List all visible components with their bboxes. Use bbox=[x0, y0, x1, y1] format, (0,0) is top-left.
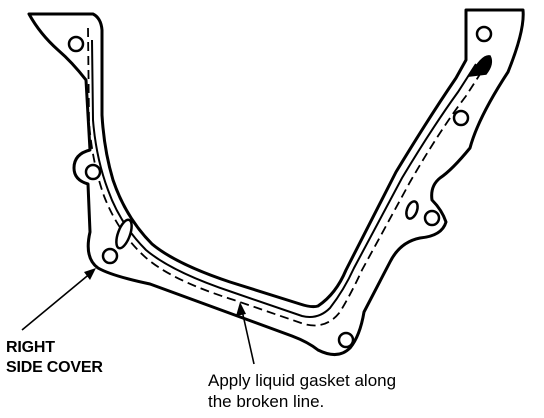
upper-right-cutout bbox=[468, 55, 493, 77]
bolt-hole bbox=[67, 35, 85, 53]
side-cover-outline bbox=[27, 8, 525, 356]
cover-leader-line bbox=[21, 271, 93, 331]
bolt-holes bbox=[67, 25, 493, 349]
gasket-leader-line bbox=[240, 305, 255, 365]
bolt-hole bbox=[337, 331, 355, 349]
bolt-hole bbox=[423, 209, 441, 227]
flange-inner-line bbox=[91, 39, 477, 318]
bolt-hole bbox=[101, 247, 119, 265]
gasket-broken-line bbox=[87, 27, 485, 327]
right-side-cover-label: RIGHT SIDE COVER bbox=[6, 338, 103, 378]
gasket-note-label: Apply liquid gasket along the broken lin… bbox=[208, 370, 396, 412]
cover-label-line2: SIDE COVER bbox=[6, 359, 103, 376]
slot-hole bbox=[405, 200, 419, 220]
gasket-leader-arrowhead bbox=[236, 302, 246, 316]
bolt-hole bbox=[452, 109, 470, 127]
note-line2: the broken line. bbox=[208, 392, 325, 411]
cover-leader-arrowhead bbox=[84, 268, 96, 280]
cover-label-line1: RIGHT bbox=[6, 339, 55, 356]
slot-holes bbox=[115, 200, 419, 250]
note-line1: Apply liquid gasket along bbox=[208, 371, 397, 390]
bolt-hole bbox=[84, 163, 102, 181]
slot-hole bbox=[115, 218, 133, 250]
bolt-hole bbox=[475, 25, 493, 43]
